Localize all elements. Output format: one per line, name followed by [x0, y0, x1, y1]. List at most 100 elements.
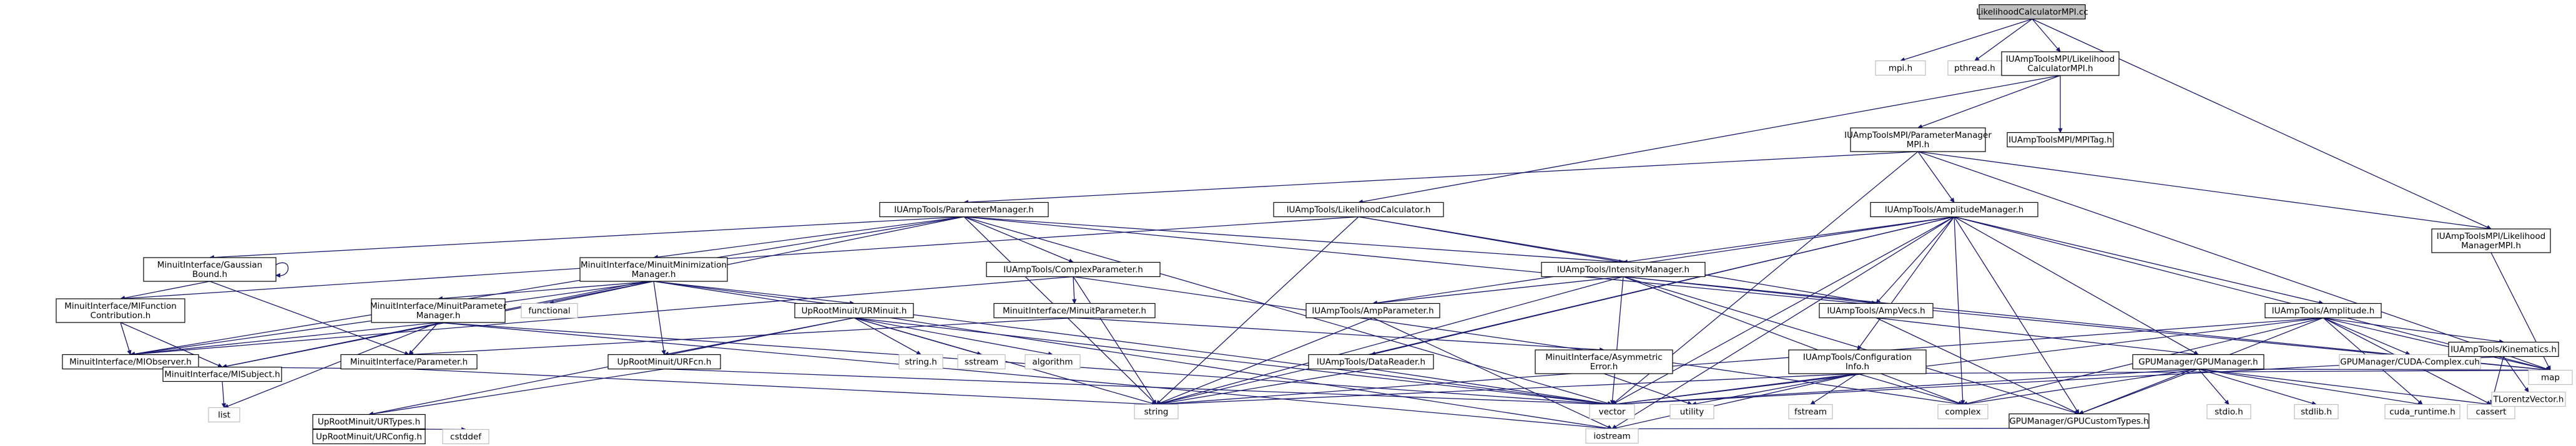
node-box — [143, 257, 277, 282]
edge-am-ampvecs — [1875, 216, 1955, 304]
arrow-head — [1610, 400, 1615, 405]
edge-mmm-urfcn — [653, 281, 665, 355]
edge-pmmpi-pm — [963, 151, 1919, 203]
node-dr[interactable]: IUAmpTools/DataReader.h — [1308, 354, 1434, 370]
node-box — [1025, 354, 1081, 370]
node-ampvecs[interactable]: IUAmpTools/AmpVecs.h — [1819, 303, 1934, 319]
node-gpuct[interactable]: GPUManager/GPUCustomTypes.h — [2008, 413, 2150, 429]
node-label: Manager.h — [416, 311, 461, 321]
node-lcmpi[interactable]: IUAmpToolsMPI/LikelihoodCalculatorMPI.h — [2001, 51, 2120, 76]
node-param[interactable]: MinuitInterface/Parameter.h — [340, 354, 478, 370]
node-gpum[interactable]: GPUManager/GPUManager.h — [2132, 354, 2264, 370]
node-label: IUAmpTools/IntensityManager.h — [1557, 265, 1689, 275]
edge-mpm-miobs — [130, 322, 439, 356]
edge-asym-utility — [1603, 373, 1693, 405]
edge-mpm-list — [224, 322, 439, 409]
node-ampparam[interactable]: IUAmpTools/AmpParameter.h — [1305, 303, 1440, 319]
node-label: utility — [1680, 407, 1704, 417]
edge-pmmpi-lmmpi — [1917, 151, 2492, 230]
edge-gpum-vector — [1611, 368, 2199, 405]
node-label: IUAmpTools/LikelihoodCalculator.h — [1287, 205, 1431, 215]
node-box — [879, 201, 1049, 218]
node-mpitag[interactable]: IUAmpToolsMPI/MPITag.h — [2007, 132, 2114, 148]
node-box — [1788, 404, 1833, 420]
node-box — [1134, 404, 1179, 420]
node-cp[interactable]: IUAmpTools/ComplexParameter.h — [986, 261, 1161, 278]
edge-cp-mp — [1073, 276, 1075, 304]
node-root: LikelihoodCalculatorMPI.cc — [1976, 4, 2088, 20]
node-iostream: iostream — [1585, 428, 1639, 444]
node-box — [1589, 404, 1635, 420]
node-label: MinuitInterface/MinuitParameter — [370, 301, 507, 311]
node-label: mpi.h — [1889, 64, 1912, 74]
edge-im-gpuct — [1623, 276, 2080, 415]
node-urminuit[interactable]: UpRootMinuit/URMinuit.h — [794, 303, 914, 319]
edge-root-lcmpi — [2032, 19, 2061, 52]
edge-ampvecs-gpuct — [1875, 317, 2080, 415]
node-box — [1585, 428, 1639, 444]
edge-ampparam-iostream — [1372, 317, 1613, 430]
node-urfcn[interactable]: UpRootMinuit/URFcn.h — [607, 354, 721, 370]
node-functional: functional — [521, 303, 578, 319]
edge-gpum-complex — [1962, 368, 2199, 405]
node-miobs[interactable]: MinuitInterface/MIObserver.h — [62, 354, 199, 370]
node-box — [2206, 404, 2251, 420]
node-urtypes[interactable]: UpRootMinuit/URTypes.h — [312, 414, 426, 430]
node-label: IUAmpTools/AmpParameter.h — [1312, 306, 1433, 316]
node-label: sstream — [965, 357, 998, 367]
node-im[interactable]: IUAmpTools/IntensityManager.h — [1541, 261, 1706, 278]
node-box — [1305, 303, 1440, 319]
node-misubj[interactable]: MinuitInterface/MISubject.h — [162, 366, 282, 382]
edge-am-config — [1857, 216, 1955, 351]
node-box — [2132, 354, 2264, 370]
edge-root-lmmpi — [2032, 18, 2492, 230]
node-am[interactable]: IUAmpTools/AmplitudeManager.h — [1870, 201, 2038, 218]
node-urconfig[interactable]: UpRootMinuit/URConfig.h — [312, 429, 426, 445]
edge-gpum-cassert — [2198, 368, 2492, 405]
edge-gauss-self — [275, 262, 289, 276]
edge-ampparam-string — [1156, 317, 1374, 405]
node-amplitude[interactable]: IUAmpTools/Amplitude.h — [2264, 303, 2382, 319]
node-label: MinuitInterface/MinuitMinimization — [581, 260, 727, 270]
node-box — [1850, 127, 1986, 152]
edge-mmm-misubj — [222, 281, 654, 368]
edge-pm-vector — [963, 216, 1613, 405]
node-box — [1308, 354, 1434, 370]
edge-mp-param — [408, 317, 1075, 356]
node-label: string — [1144, 407, 1169, 417]
node-box — [607, 354, 721, 370]
edge-gpum-stdio — [2198, 369, 2229, 405]
node-label: IUAmpToolsMPI/Likelihood — [2006, 54, 2115, 64]
node-list: list — [208, 407, 240, 423]
arrow-head — [1607, 425, 1613, 430]
edge-cp-miobs — [130, 276, 1074, 356]
edge-pm-mmm — [653, 216, 965, 258]
node-kin[interactable]: IUAmpTools/Kinematics.h — [2448, 341, 2559, 357]
node-lc[interactable]: IUAmpTools/LikelihoodCalculator.h — [1273, 201, 1444, 218]
arrow-head — [1809, 400, 1816, 405]
node-label: MPI.h — [1907, 140, 1930, 150]
node-label: MinuitInterface/Gaussian — [157, 260, 262, 270]
arrow-head — [2058, 128, 2063, 133]
edge-mifc-misubj — [120, 322, 223, 368]
edge-am-im — [1623, 216, 1955, 263]
arrow-head — [275, 273, 280, 278]
node-label: complex — [1945, 407, 1980, 417]
edge-amplitude-vector — [1611, 317, 2324, 405]
edge-mmm-mpm — [438, 281, 654, 299]
node-box — [2339, 354, 2481, 370]
node-box — [2001, 51, 2120, 76]
edge-mmm-urminuit — [653, 281, 855, 304]
node-pm[interactable]: IUAmpTools/ParameterManager.h — [879, 201, 1049, 218]
node-mmm[interactable]: MinuitInterface/MinuitMinimizationManage… — [579, 257, 728, 282]
node-label: cassert — [2476, 407, 2507, 417]
node-mp[interactable]: MinuitInterface/MinuitParameter.h — [993, 303, 1156, 319]
edge-mpm-iostream — [438, 322, 1613, 430]
